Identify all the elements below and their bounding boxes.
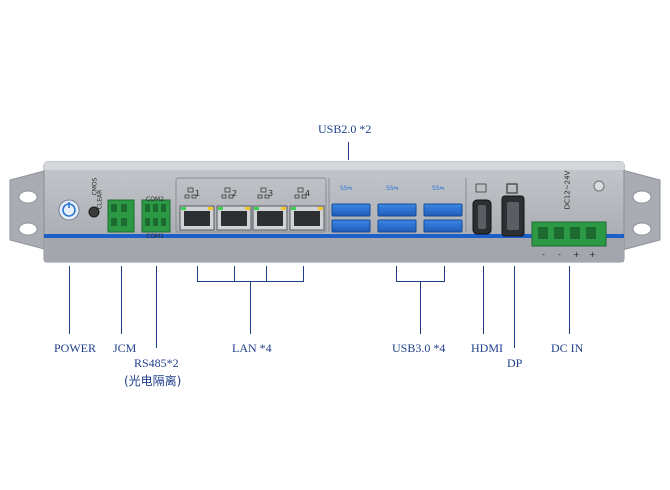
com-terminal-graphic <box>141 199 171 233</box>
svg-text:SS⇋: SS⇋ <box>386 185 399 192</box>
lan-port-2 <box>216 205 252 231</box>
power-button-graphic <box>58 199 80 221</box>
lan-port-4 <box>289 205 325 231</box>
usb3-callout-line <box>420 281 421 334</box>
ground-screw-icon <box>593 180 605 192</box>
usb-stack-3 <box>423 203 463 233</box>
hdmi-callout-line <box>483 266 484 334</box>
lan-bracket-tick-4 <box>303 266 304 281</box>
lan-number-3: 3 <box>268 189 274 198</box>
lan-number-1: 1 <box>195 189 201 198</box>
usb3-bracket-tick-2 <box>444 266 445 281</box>
lan-callout-label: LAN *4 <box>232 341 272 355</box>
dp-callout-label: DP <box>507 356 523 370</box>
usb2-callout-label: USB2.0 *2 <box>318 122 372 136</box>
right-mounting-bracket <box>621 169 661 251</box>
dc-in-connector <box>531 221 607 247</box>
power-callout-line <box>69 266 70 334</box>
usb3-bracket-tick-1 <box>396 266 397 281</box>
jcm-callout-label: JCM <box>113 341 137 355</box>
hdmi-callout-label: HDMI <box>471 341 503 355</box>
cmos-label: CMOS <box>91 177 99 196</box>
lan-port-1 <box>179 205 215 231</box>
lan-callout-line <box>250 281 251 334</box>
com1-label: COM1 <box>146 233 164 240</box>
dc-pin-label-3: + <box>573 250 580 259</box>
lan-port-3 <box>252 205 288 231</box>
jcm-terminal-graphic <box>107 199 135 233</box>
lan-bracket-tick-2 <box>234 266 235 281</box>
dc-pin-label-2: - <box>558 250 561 259</box>
usb-ss-icons: SS⇋ SS⇋ SS⇋ <box>340 185 445 192</box>
accent-stripe <box>44 234 624 238</box>
rs485-callout-line <box>156 266 157 348</box>
rs485-isolation-label: (光电隔离) <box>124 374 182 388</box>
jcm-callout-line <box>121 266 122 334</box>
usb2-callout-line <box>348 142 349 160</box>
lan-number-4: 4 <box>305 189 311 198</box>
rs485-callout-label: RS485*2 <box>134 356 179 370</box>
lan-bracket-tick-1 <box>197 266 198 281</box>
left-mounting-bracket <box>9 169 49 251</box>
chassis-bottom <box>44 238 624 262</box>
device-illustration: SS⇋ SS⇋ SS⇋ <box>9 161 661 263</box>
lan-number-2: 2 <box>232 189 238 198</box>
usb3-callout-label: USB3.0 *4 <box>392 341 446 355</box>
dcin-callout-label: DC IN <box>551 341 584 355</box>
usb3-stack-1 <box>331 203 371 233</box>
dc-pin-label-4: + <box>589 250 596 259</box>
lan-bracket-tick-3 <box>266 266 267 281</box>
lan-panel-frame <box>175 177 327 233</box>
dc-voltage-label: DC12~24V <box>563 170 572 210</box>
clear-cmos-button-graphic <box>88 206 100 218</box>
chassis-top-edge <box>44 162 624 170</box>
hdmi-port <box>472 183 492 235</box>
dp-port <box>501 183 525 237</box>
com2-label: COM2 <box>146 196 164 203</box>
usb3-stack-2 <box>377 203 417 233</box>
dp-callout-line <box>514 266 515 348</box>
dcin-callout-line <box>569 266 570 334</box>
dc-pin-label-1: - <box>542 250 545 259</box>
svg-text:SS⇋: SS⇋ <box>432 185 445 192</box>
network-icons <box>184 187 307 199</box>
power-callout-label: POWER <box>54 341 96 355</box>
svg-text:SS⇋: SS⇋ <box>340 185 353 192</box>
